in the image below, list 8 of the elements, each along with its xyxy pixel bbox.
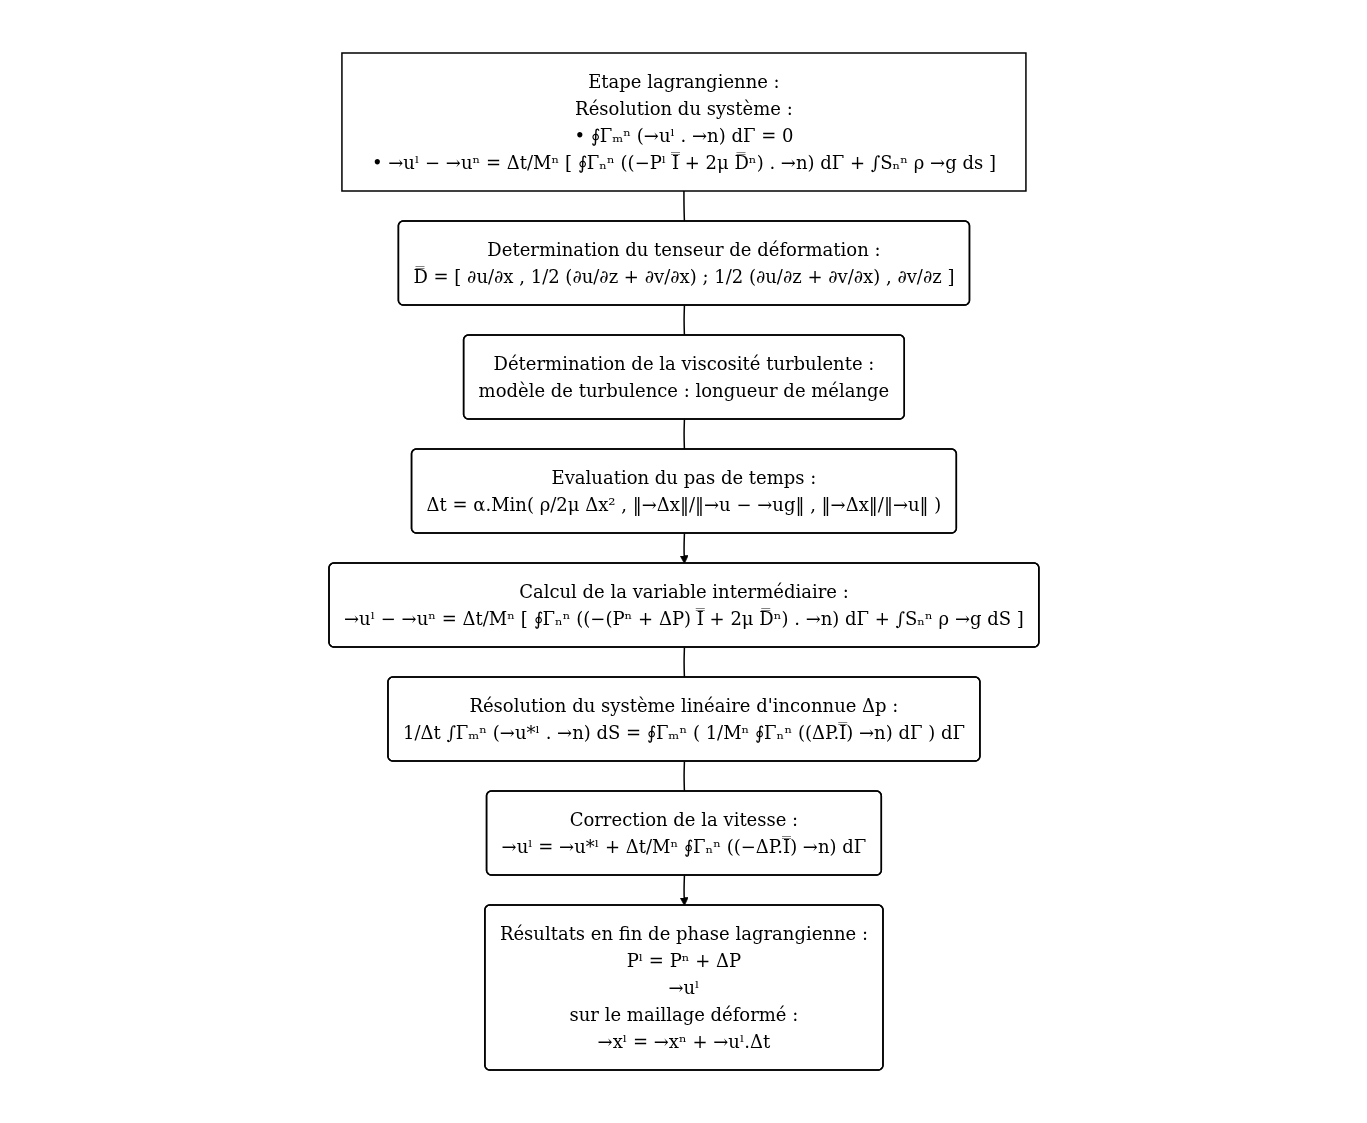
node-box: Etape lagrangienne : Résolution du système : • ∮Γₘⁿ (→uˡ . →n) dΓ = 0 • →uˡ − →uⁿ = Δt/Mⁿ [ ∮Γₙⁿ ((−Pˡ I̿ + 2μ D̿ⁿ) . →n) dΓ + ∫Sₙⁿ ρ →g ds ] <box>340 52 1027 192</box>
connector <box>682 418 685 451</box>
connector <box>682 304 685 337</box>
connector <box>682 760 685 793</box>
connector <box>682 190 685 223</box>
arrow <box>679 874 689 906</box>
arrow <box>679 532 689 564</box>
connector <box>682 646 685 679</box>
